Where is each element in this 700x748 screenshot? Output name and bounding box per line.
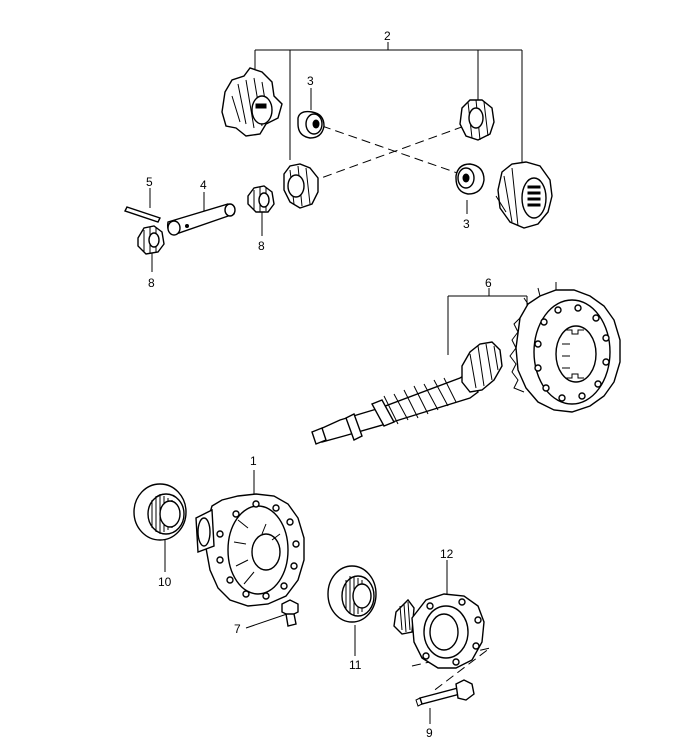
callout-7: 7 bbox=[234, 622, 241, 636]
callout-3-upper: 3 bbox=[307, 74, 314, 88]
thrust-washer-upper bbox=[297, 110, 325, 139]
differential-pin-shaft bbox=[166, 203, 236, 236]
pinion-gear-lower-left bbox=[283, 163, 319, 209]
side-gear-right bbox=[495, 161, 553, 229]
callout-2: 2 bbox=[384, 29, 391, 43]
callout-labels: 1 2 3 3 4 5 6 7 8 8 9 10 11 12 bbox=[146, 29, 492, 740]
callout-9: 9 bbox=[426, 726, 433, 740]
differential-housing bbox=[195, 493, 305, 607]
side-gear-upper-left bbox=[221, 67, 283, 137]
callout-11: 11 bbox=[349, 658, 362, 672]
leader-lines bbox=[149, 42, 528, 724]
output-flange bbox=[393, 593, 485, 669]
hex-screw-small bbox=[281, 599, 299, 627]
callout-12: 12 bbox=[440, 547, 454, 561]
callout-10: 10 bbox=[158, 575, 172, 589]
drive-pinion-head bbox=[461, 341, 503, 393]
tapered-roller-bearing-right bbox=[327, 565, 377, 623]
callout-1: 1 bbox=[250, 454, 257, 468]
needle-bearing-left bbox=[137, 225, 165, 255]
callout-6: 6 bbox=[485, 276, 492, 290]
callout-3-lower: 3 bbox=[463, 217, 470, 231]
pinion-shaft bbox=[311, 370, 479, 445]
roll-pin bbox=[124, 206, 161, 223]
callout-8-right: 8 bbox=[258, 239, 265, 253]
ring-gear bbox=[509, 282, 621, 413]
tapered-roller-bearing-left bbox=[133, 483, 187, 541]
callout-4: 4 bbox=[200, 178, 207, 192]
hex-bolt bbox=[415, 679, 475, 707]
callout-5: 5 bbox=[146, 175, 153, 189]
thrust-washer-lower bbox=[455, 163, 485, 195]
needle-bearing-right bbox=[247, 185, 275, 213]
callout-8-left: 8 bbox=[148, 276, 155, 290]
pinion-gear-upper-right bbox=[459, 99, 495, 141]
